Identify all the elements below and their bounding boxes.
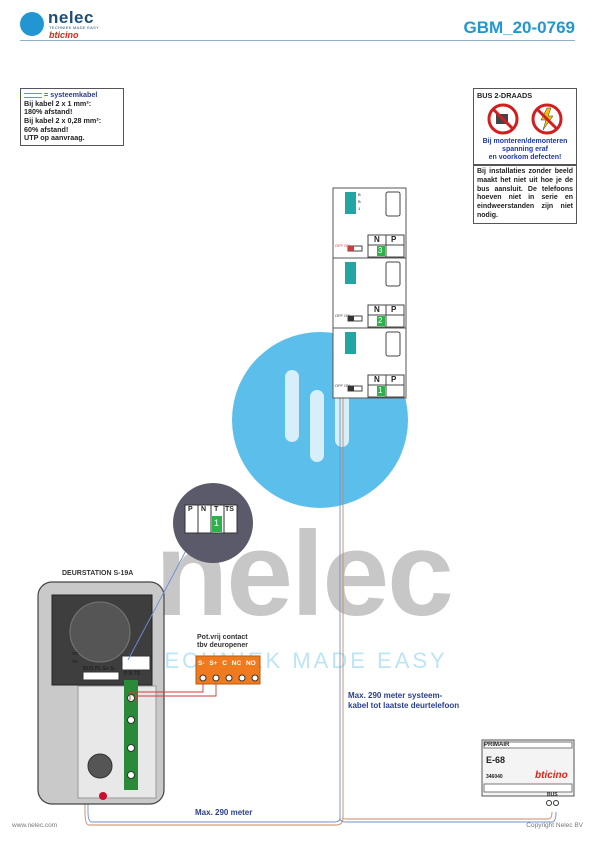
- bus-title: BUS 2-DRAADS: [477, 91, 533, 100]
- handset-3: [332, 187, 407, 259]
- terminal-label: B: [358, 192, 361, 197]
- zoom-label: T: [214, 506, 219, 513]
- ps-bus: BUS: [547, 792, 558, 798]
- contact-terminal-block: [129, 655, 261, 702]
- switch-label: OFF ON: [335, 243, 351, 248]
- contact-terminal: S-: [198, 660, 205, 667]
- document-code: GBM_20-0769: [463, 18, 575, 37]
- zoom-detail: [127, 483, 253, 661]
- n-label: N: [374, 235, 380, 244]
- terminal-label: 1: [358, 206, 361, 211]
- switch-label: OFF ON: [335, 313, 351, 318]
- handset-2: [332, 257, 407, 329]
- p-label: P: [391, 305, 397, 314]
- max-bottom-note: Max. 290 meter: [195, 808, 253, 817]
- warning-line: spanning eraf: [502, 146, 548, 154]
- contact-terminal: NC: [231, 660, 242, 667]
- bus-warning-text: Bij monteren/demonteren spanning eraf en…: [474, 138, 576, 164]
- brand-name: nelec: [48, 8, 94, 27]
- bus-warning-box: BUS 2-DRAADS Bij monteren/demonteren spa…: [473, 88, 577, 166]
- n-value: 3: [378, 246, 383, 255]
- p-label: P: [391, 375, 397, 384]
- ps-brand: bticino: [535, 770, 568, 781]
- warning-icons: [487, 103, 563, 135]
- door-station-title: DEURSTATION S-19A: [62, 570, 134, 577]
- cable-legend: = systeemkabel: [24, 90, 120, 100]
- warning-line: Bij monteren/demonteren: [482, 138, 568, 145]
- cable-line: Bij kabel 2 x 0,28 mm²:: [24, 115, 102, 125]
- footer-left: www.nelec.com: [12, 822, 58, 829]
- zoom-value: 1: [214, 518, 220, 528]
- door-terminal-labels: BUS PL S+ S-: [83, 666, 116, 672]
- zoom-label: N: [201, 506, 207, 513]
- terminal-label: B: [358, 199, 361, 204]
- p-label: P: [391, 235, 397, 244]
- n-value: 1: [378, 386, 383, 395]
- cable-line: 60% afstand!: [24, 124, 69, 134]
- cable-line: UTP op aanvraag.: [24, 133, 85, 143]
- footer-right: Copyright Nelec BV: [526, 822, 583, 829]
- door-dip-labels: P N TS: [124, 671, 141, 677]
- n-label: N: [374, 375, 380, 384]
- cable-line: Bij kabel 2 x 1 mm²:: [24, 98, 92, 108]
- brand-tagline: TECHNIEK MADE EASY: [49, 25, 100, 30]
- cable-legend-text: = systeemkabel: [44, 90, 98, 99]
- no-plug-icon: [487, 103, 519, 135]
- zoom-label: P: [188, 506, 193, 513]
- zoom-label: TS: [225, 506, 234, 513]
- warning-line: en voorkom defecten!: [488, 154, 562, 162]
- switch-label: OFF ON: [335, 383, 351, 388]
- door-station: [37, 581, 165, 805]
- cable-line: 180% afstand!: [24, 107, 73, 117]
- contact-terminal: S+: [209, 660, 218, 667]
- contact-terminal: C: [222, 660, 227, 667]
- header-divider: [20, 40, 575, 41]
- brand-partner: bticino: [49, 30, 79, 40]
- power-supply: [481, 739, 575, 806]
- ps-code: 346040: [486, 774, 503, 780]
- n-value: 2: [378, 316, 383, 325]
- max-system-note-2: kabel tot laatste deurtelefoon: [348, 701, 460, 710]
- no-voltage-icon: [531, 103, 563, 135]
- n-label: N: [374, 305, 380, 314]
- contact-terminal: NO: [245, 660, 256, 667]
- max-system-note: Max. 290 meter systeem-: [348, 691, 443, 700]
- contact-terminals: S- S+ C NC NO: [198, 660, 256, 667]
- ps-model: E-68: [486, 755, 506, 765]
- handset-1: [332, 327, 407, 399]
- contact-title: Pot.vrij contact: [197, 634, 248, 641]
- ps-primary: PRIMAIR: [484, 742, 510, 748]
- contact-subtitle: tbv deuropener: [197, 642, 248, 649]
- terminal-labels: B B 1: [358, 191, 361, 212]
- cable-note-box: = systeemkabel Bij kabel 2 x 1 mm²: 180%…: [20, 88, 124, 146]
- info-box: Bij installaties zonder beeld maakt het …: [473, 165, 577, 224]
- nelec-logo-icon: [20, 12, 44, 36]
